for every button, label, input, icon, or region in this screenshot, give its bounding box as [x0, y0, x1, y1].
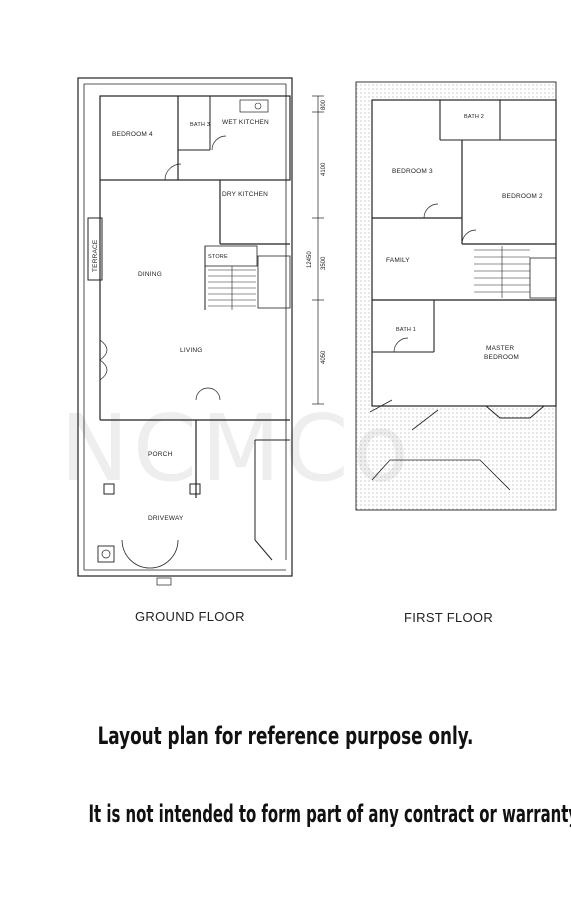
room-label-terrace: TERRACE [92, 239, 99, 272]
room-label-driveway: DRIVEWAY [148, 515, 184, 522]
room-label-bedroom-3: BEDROOM 3 [392, 168, 433, 175]
dimension-4100: 4100 [321, 162, 327, 176]
dimension-800: 800 [321, 99, 327, 110]
ground-floor-outer-wall [77, 77, 293, 577]
room-label-living: LIVING [180, 347, 203, 354]
room-label-bedroom-4: BEDROOM 4 [112, 131, 153, 138]
ground-floor-caption: GROUND FLOOR [135, 609, 245, 624]
first-floor-caption: FIRST FLOOR [404, 610, 494, 625]
dimension-lines [312, 95, 324, 405]
room-label-dry-kitchen: DRY KITCHEN [222, 191, 268, 198]
room-label-store: STORE [208, 254, 228, 260]
room-label-bath-1: BATH 1 [396, 327, 416, 333]
room-label-bedroom-2: BEDROOM 2 [502, 193, 543, 200]
room-label-porch: PORCH [148, 451, 173, 458]
room-label-bath-3: BATH 3 [190, 122, 210, 128]
disclaimer-line-2: It is not intended to form part of any c… [88, 800, 571, 828]
room-label-master-line1: MASTER [486, 345, 514, 352]
dimension-4050: 4050 [321, 350, 327, 364]
room-label-family: FAMILY [386, 257, 410, 264]
ground-floor-plan [77, 77, 293, 586]
disclaimer-line-1: Layout plan for reference purpose only. [97, 722, 474, 750]
room-label-dining: DINING [138, 271, 162, 278]
dimension-3500: 3500 [321, 256, 327, 270]
room-label-master-line2: BEDROOM [484, 354, 519, 361]
watermark-logo: NCMCo [60, 395, 413, 502]
dimension-total-12450: 12450 [307, 251, 313, 268]
floor-plan-drawing: BEDROOM 4 BATH 3 WET KITCHEN DRY KITCHEN… [77, 77, 557, 586]
room-label-bath-2: BATH 2 [464, 114, 484, 120]
first-floor-plan [355, 81, 557, 511]
room-label-wet-kitchen: WET KITCHEN [222, 119, 269, 126]
